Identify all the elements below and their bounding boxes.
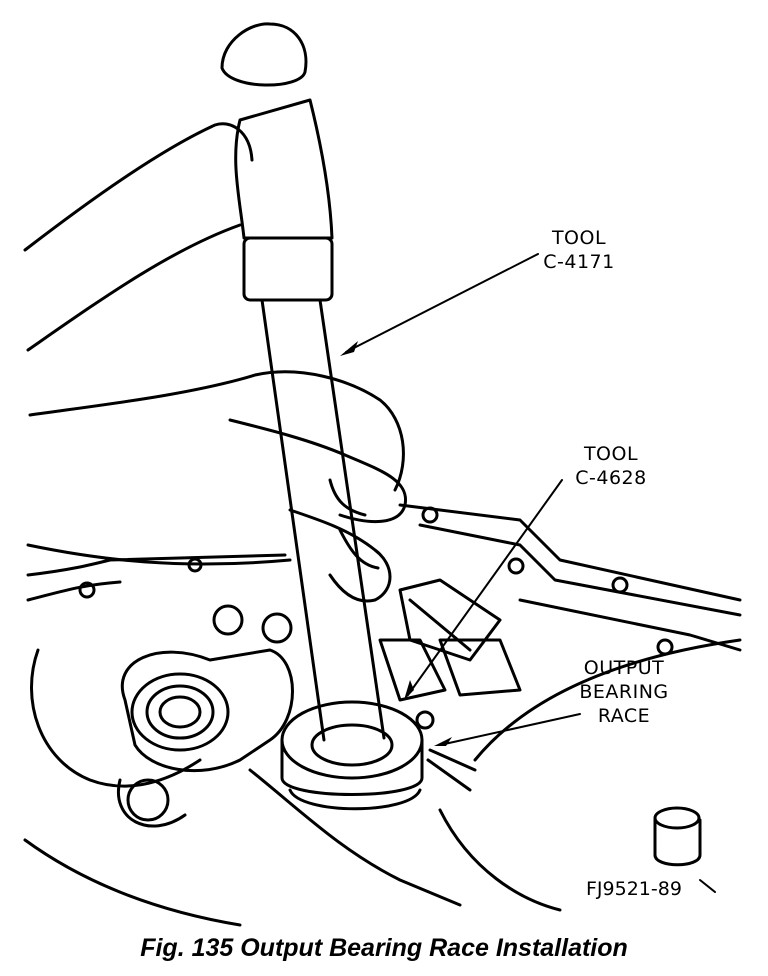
dowel-pin [653, 806, 702, 867]
output-bearing-race [426, 748, 477, 792]
label-tool-c4171: TOOL C-4171 [543, 227, 615, 273]
tool-c4628 [280, 700, 424, 811]
figure-caption: Fig. 135 Output Bearing Race Installatio… [140, 934, 628, 962]
figure-id: FJ9521-89 [586, 878, 682, 900]
leader-lines [345, 253, 716, 893]
installation-illustration [23, 22, 742, 927]
tool-c4171 [220, 22, 386, 742]
label-output-bearing-race: OUTPUT BEARING RACE [579, 657, 669, 727]
case-port [117, 604, 294, 828]
hands [23, 122, 407, 603]
transmission-case [23, 503, 742, 927]
label-tool-c4628: TOOL C-4628 [575, 443, 647, 489]
arrowheads [340, 341, 452, 746]
